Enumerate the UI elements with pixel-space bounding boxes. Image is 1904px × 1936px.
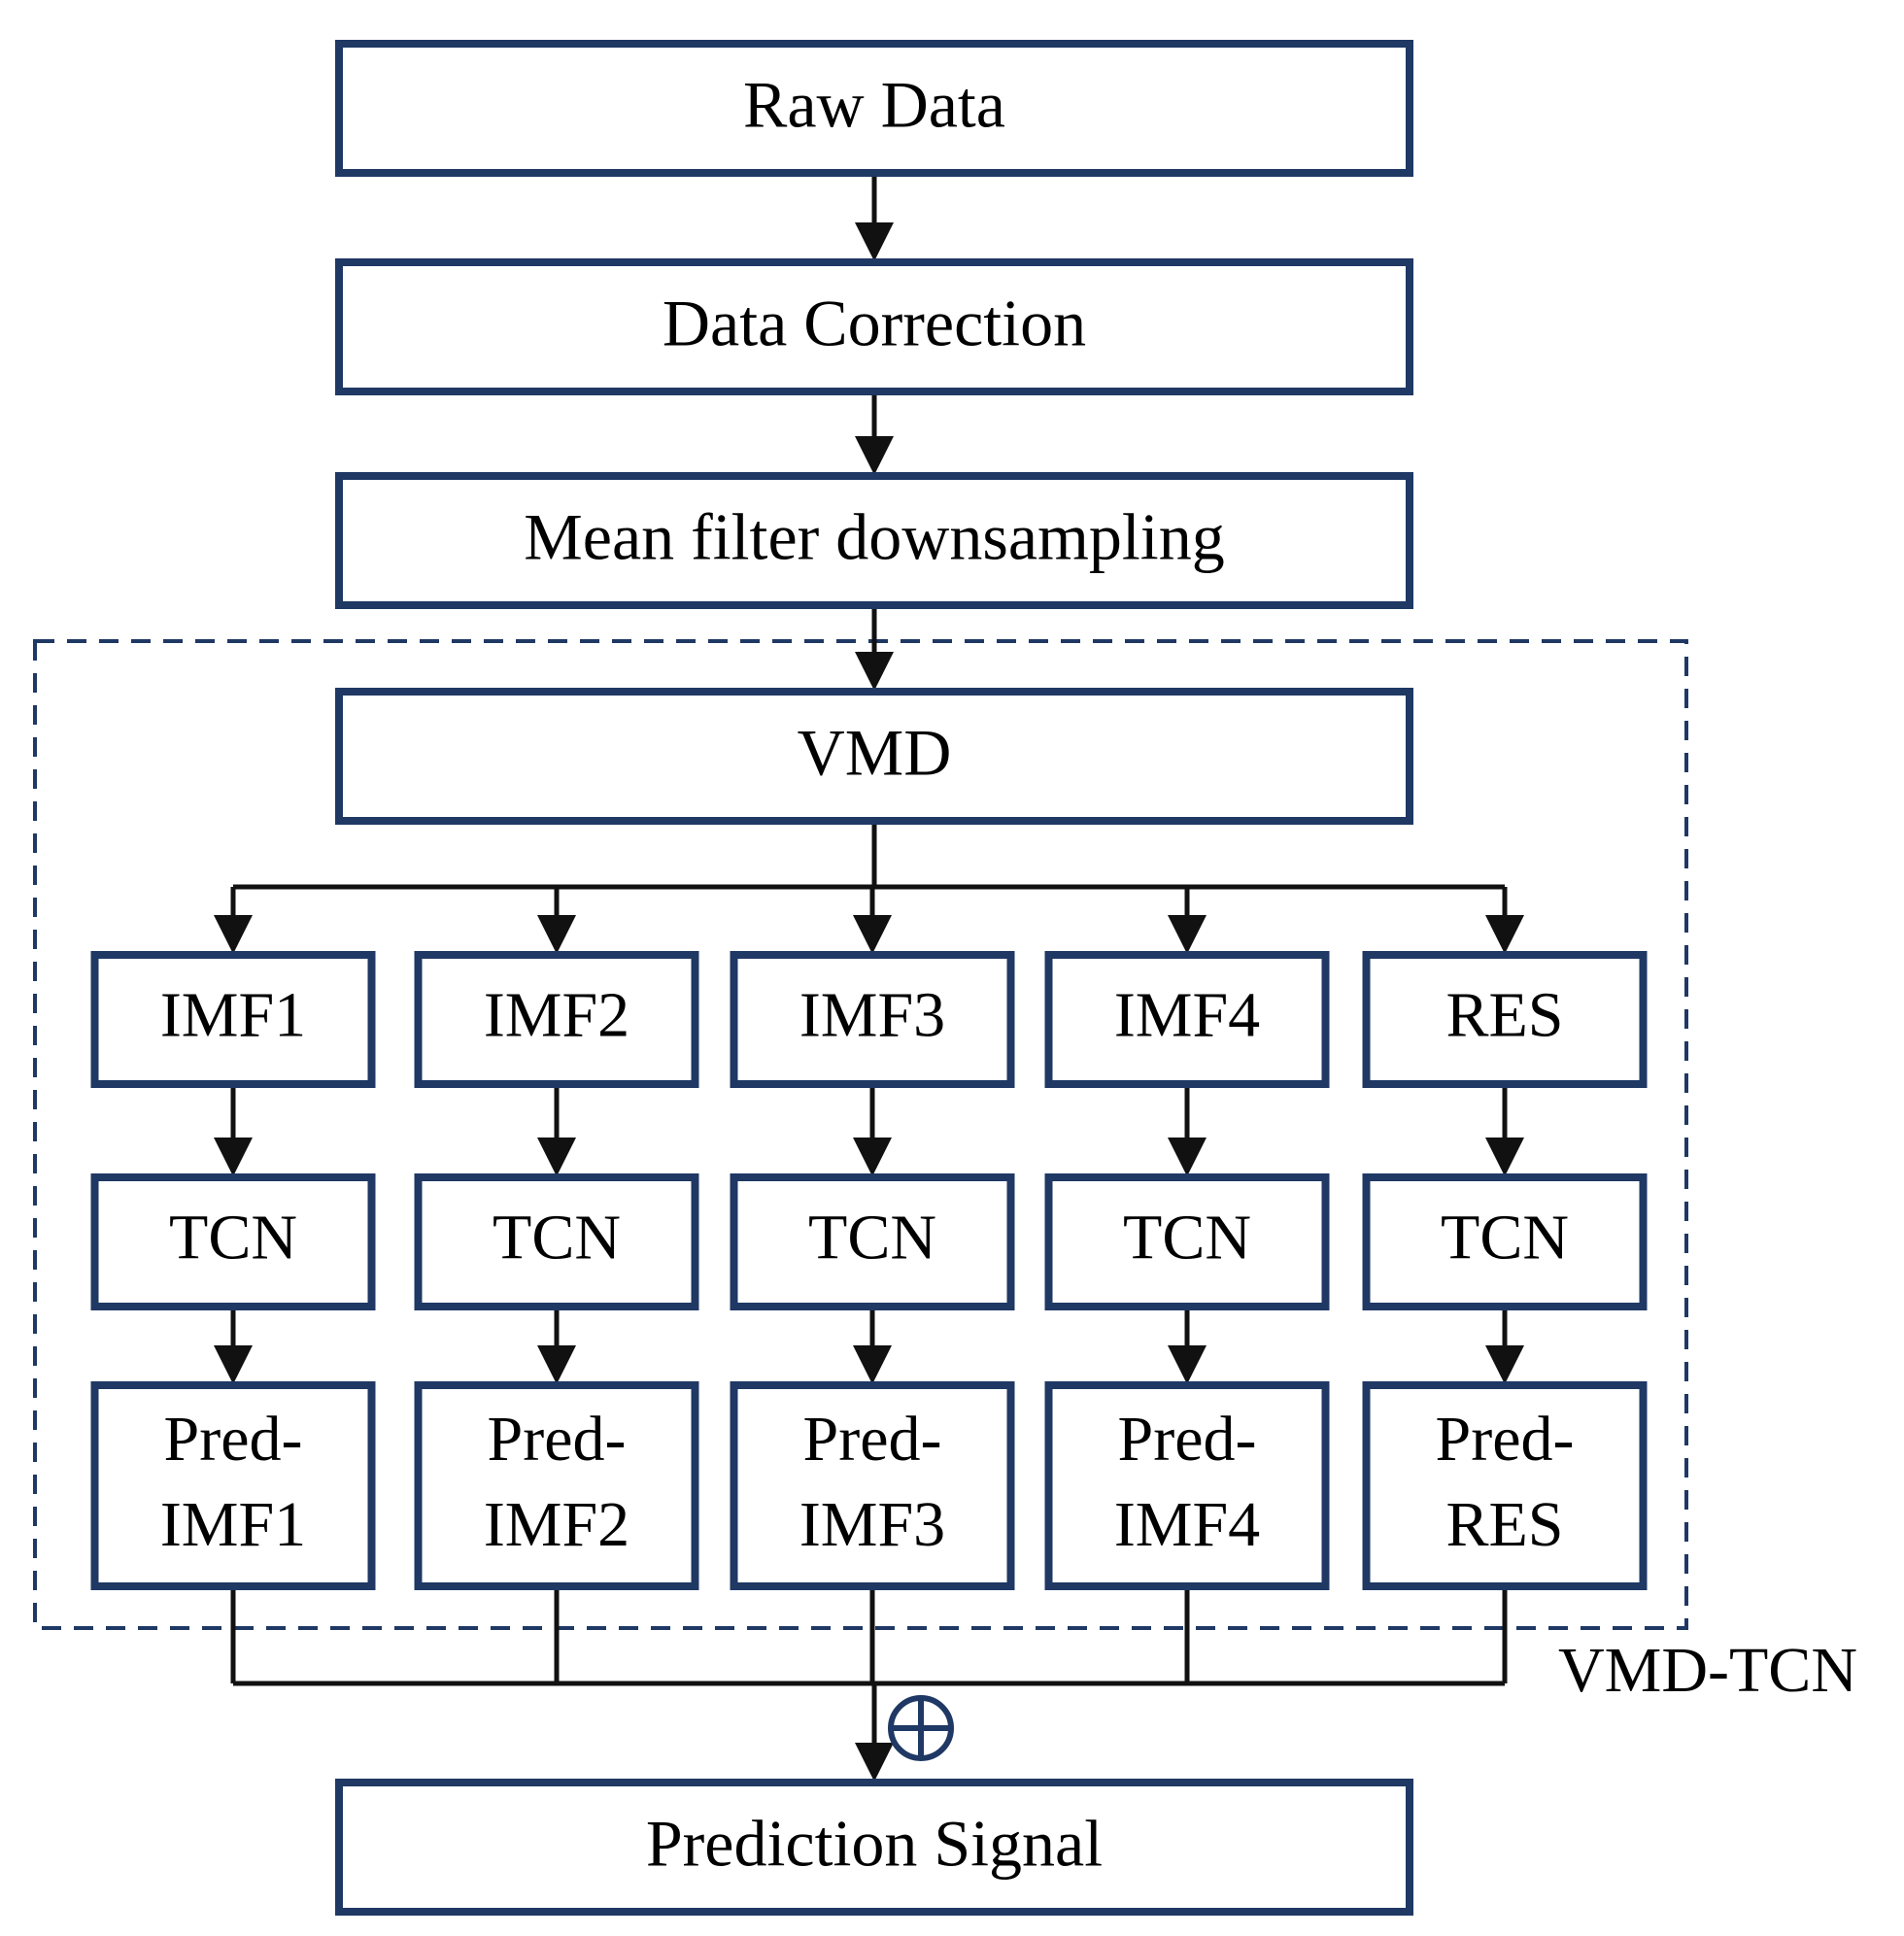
res-prediction-label-line1: Pred-	[1436, 1404, 1575, 1475]
imf1-prediction-label-line1: Pred-	[164, 1404, 303, 1475]
res-component-label: RES	[1445, 980, 1563, 1051]
imf1-component-node: IMF1	[90, 951, 376, 1088]
res-tcn-node: TCN	[1362, 1173, 1648, 1310]
branch-columns: IMF1TCNPred-IMF1IMF2TCNPred-IMF2IMF3TCNP…	[90, 951, 1648, 1590]
imf4-tcn-label: TCN	[1123, 1203, 1251, 1274]
prediction-signal-node: Prediction Signal	[335, 1779, 1413, 1916]
vmd-node: VMD	[335, 688, 1413, 825]
imf4-prediction-node: Pred- IMF4	[1044, 1381, 1330, 1590]
imf1-tcn-label: TCN	[169, 1203, 297, 1274]
mean-filter-node: Mean filter downsampling	[335, 472, 1413, 609]
imf4-tcn-node: TCN	[1044, 1173, 1330, 1310]
imf1-prediction-label-line2: IMF1	[160, 1489, 306, 1560]
res-prediction-node: Pred- RES	[1362, 1381, 1648, 1590]
imf2-component-node: IMF2	[414, 951, 699, 1088]
imf1-tcn-node: TCN	[90, 1173, 376, 1310]
imf3-tcn-node: TCN	[730, 1173, 1015, 1310]
imf3-component-node: IMF3	[730, 951, 1015, 1088]
imf3-component-label: IMF3	[799, 980, 945, 1051]
data-correction-label: Data Correction	[663, 287, 1086, 360]
imf2-prediction-label-line1: Pred-	[488, 1404, 627, 1475]
imf3-prediction-label-line1: Pred-	[803, 1404, 942, 1475]
prediction-signal-label: Prediction Signal	[646, 1807, 1103, 1881]
imf4-component-label: IMF4	[1114, 980, 1260, 1051]
imf2-prediction-label-line2: IMF2	[484, 1489, 629, 1560]
imf4-prediction-label-line1: Pred-	[1118, 1404, 1257, 1475]
imf1-component-label: IMF1	[160, 980, 306, 1051]
res-component-node: RES	[1362, 951, 1648, 1088]
imf2-prediction-node: Pred- IMF2	[414, 1381, 699, 1590]
imf4-component-node: IMF4	[1044, 951, 1330, 1088]
res-tcn-label: TCN	[1441, 1203, 1569, 1274]
imf3-prediction-node: Pred- IMF3	[730, 1381, 1015, 1590]
data-correction-node: Data Correction	[335, 258, 1413, 395]
vmd-label: VMD	[798, 716, 952, 790]
mean-filter-label: Mean filter downsampling	[524, 500, 1224, 574]
vmd-tcn-group-label: VMD-TCN	[1558, 1635, 1857, 1706]
imf3-tcn-label: TCN	[808, 1203, 936, 1274]
imf2-tcn-label: TCN	[493, 1203, 621, 1274]
res-prediction-label-line2: RES	[1445, 1489, 1563, 1560]
raw-data-label: Raw Data	[743, 68, 1005, 142]
imf3-prediction-label-line2: IMF3	[799, 1489, 945, 1560]
vmd-tcn-group-boundary	[33, 639, 1688, 1630]
imf4-prediction-label-line2: IMF4	[1114, 1489, 1260, 1560]
imf1-prediction-node: Pred- IMF1	[90, 1381, 376, 1590]
imf2-tcn-node: TCN	[414, 1173, 699, 1310]
raw-data-node: Raw Data	[335, 40, 1413, 177]
imf2-component-label: IMF2	[484, 980, 629, 1051]
sum-icon	[888, 1695, 954, 1761]
flow-connectors	[214, 177, 1524, 1782]
